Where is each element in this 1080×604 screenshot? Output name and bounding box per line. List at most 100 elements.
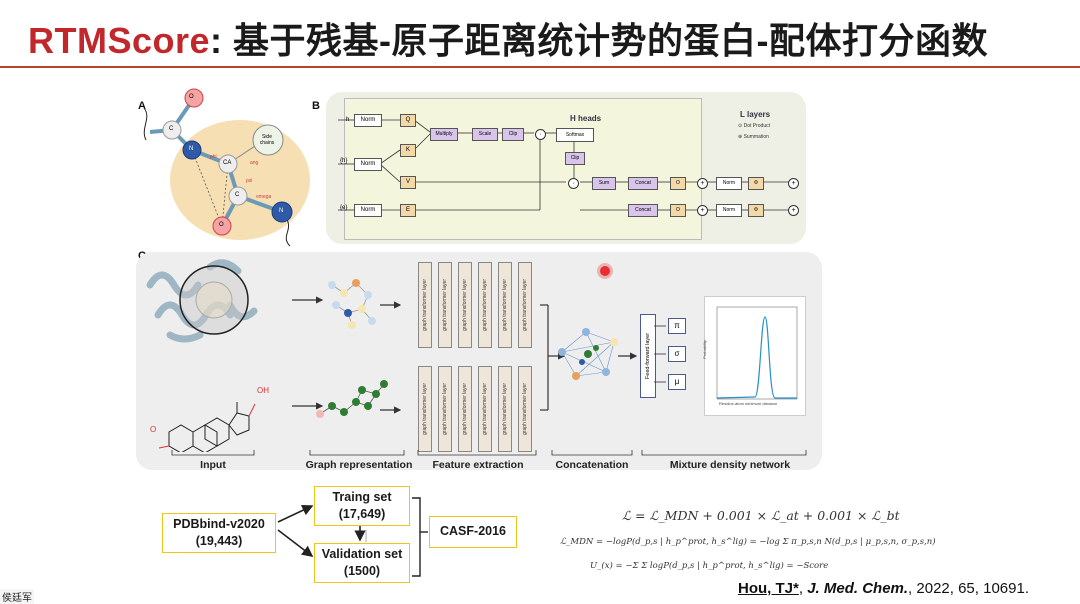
complex-graph	[558, 328, 618, 380]
gtl-label: graph transformer layer	[502, 383, 508, 435]
gtl-label: graph transformer layer	[522, 279, 528, 331]
phi-box-e: Φ	[748, 204, 764, 217]
plot-xlabel: Residue-atom minimum distance	[719, 401, 778, 406]
mdn-loss-formula: ℒ_MDN = −logP(d_p,s | h_p^prot, h_s^lig)…	[560, 537, 936, 547]
mdn-output-arrows	[654, 325, 666, 383]
psi-label: psi	[246, 178, 253, 184]
sum-node-2: +	[697, 205, 708, 216]
gtl-label: graph transformer layer	[502, 279, 508, 331]
stage-brackets	[171, 450, 807, 456]
panel-label-a: A	[138, 100, 146, 112]
ligand-oh-label: OH	[257, 386, 269, 395]
gtl-bottom-1: graph transformer layer	[418, 366, 432, 452]
plot-ylabel: Probability	[701, 340, 707, 359]
pipeline-arrows	[292, 296, 638, 414]
loss-formula: ℒ = ℒ_MDN + 0.001 × ℒ_at + 0.001 × ℒ_bt	[622, 508, 900, 523]
atom-o-bottom-label: O	[219, 222, 224, 228]
protein-graph	[328, 279, 376, 329]
norm-box-e: Norm	[354, 204, 382, 217]
ligand-structure	[158, 402, 256, 452]
multiply-box: Multiply	[430, 128, 458, 141]
side-chain-region	[170, 120, 310, 240]
gtl-bottom-5: graph transformer layer	[498, 366, 512, 452]
pdbbind-box: PDBbind-v2020 (19,443)	[162, 513, 276, 553]
stage-input: Input	[200, 459, 226, 471]
atom-c	[162, 120, 182, 140]
atom-ca	[218, 154, 238, 174]
panel-a-residue-diagram	[143, 88, 310, 247]
atom-n-label: N	[189, 146, 194, 152]
citation: Hou, TJ*, J. Med. Chem., 2022, 65, 10691…	[738, 580, 1029, 597]
atom-n-right-label: N	[279, 208, 284, 214]
atom-o-top	[184, 88, 204, 108]
atom-n	[182, 140, 202, 160]
ligand-o-label: O	[150, 425, 157, 434]
o-box-h: O	[670, 177, 686, 190]
gtl-label: graph transformer layer	[482, 279, 488, 331]
ligand-graph	[316, 380, 388, 418]
gtl-label: graph transformer layer	[522, 383, 528, 435]
protein-structure-image	[146, 259, 258, 343]
input-h-label: h	[346, 117, 350, 123]
slide-title: RTMScore: 基于残基-原子距离统计势的蛋白-配体打分函数	[28, 12, 988, 64]
feed-forward-layer: Feed-forward layer	[640, 314, 656, 398]
gtl-label: graph transformer layer	[482, 383, 488, 435]
title-chinese: : 基于残基-原子距离统计势的蛋白-配体打分函数	[210, 20, 988, 61]
q-box: Q	[400, 114, 416, 127]
sum-node-1: +	[697, 178, 708, 189]
input-hj-label: {h}	[340, 158, 348, 164]
watermark: 侯廷军	[0, 589, 34, 604]
atom-n-right	[271, 201, 293, 223]
training-set-box: Traing set (17,649)	[314, 486, 410, 526]
gtl-label: graph transformer layer	[422, 383, 428, 435]
gtl-bottom-3: graph transformer layer	[458, 366, 472, 452]
validation-set-box: Validation set (1500)	[314, 543, 410, 583]
citation-details: , 2022, 65, 10691.	[908, 580, 1029, 597]
atom-o-top-label: O	[189, 94, 194, 100]
atom-c2-label: C	[235, 192, 240, 198]
gtl-top-2: graph transformer layer	[438, 262, 452, 348]
sum-box: Sum	[592, 177, 616, 190]
sum-node-3: +	[788, 178, 799, 189]
k-box: K	[400, 144, 416, 157]
casf-box: CASF-2016	[429, 516, 517, 548]
side-chain-bubble	[252, 124, 284, 156]
dot-product-label: Dot Product	[743, 123, 770, 129]
norm-box-q: Norm	[354, 114, 382, 127]
validation-set-name: Validation set	[321, 547, 403, 561]
feed-forward-label: Feed-forward layer	[645, 332, 651, 380]
title-rtmscore: RTMScore	[28, 20, 211, 61]
mixture-density-plot: Residue-atom minimum distance Probabilit…	[701, 296, 806, 416]
gtl-label: graph transformer layer	[442, 279, 448, 331]
panel-label-b: B	[312, 100, 320, 112]
dot-product-node-2: ·	[568, 178, 579, 189]
angle-label: ang	[250, 160, 259, 166]
sigma-output: σ	[668, 346, 686, 362]
stage-feature-extraction: Feature extraction	[432, 459, 524, 471]
cursor-pointer-dot	[600, 266, 610, 276]
panel-b-arrows	[338, 119, 790, 211]
norm-box-ffn-h: Norm	[716, 177, 742, 190]
gtl-top-3: graph transformer layer	[458, 262, 472, 348]
gtl-label: graph transformer layer	[462, 279, 468, 331]
o-box-e: O	[670, 204, 686, 217]
validation-set-count: (1500)	[343, 564, 381, 578]
gtl-bottom-4: graph transformer layer	[478, 366, 492, 452]
pdbbind-name: PDBbind-v2020	[173, 517, 265, 531]
side-chains-label: Side chains	[259, 134, 275, 146]
training-set-name: Traing set	[332, 490, 392, 504]
concat-box-h: Concat	[628, 177, 658, 190]
atom-ca-label: CA	[223, 160, 232, 166]
pi-output: π	[668, 318, 686, 334]
omega-label: omega	[256, 194, 272, 200]
atom-o-bottom	[212, 216, 232, 236]
stage-concatenation: Concatenation	[555, 459, 629, 471]
score-formula: U_(x) = −Σ Σ logP(d_p,s | h_p^prot, h_s^…	[590, 561, 829, 571]
summation-label: Summation	[743, 134, 769, 140]
phi-box-h: Φ	[748, 177, 764, 190]
title-underline	[0, 66, 1080, 68]
sum-node-4: +	[788, 205, 799, 216]
atom-c-label: C	[169, 126, 174, 132]
clip-box-2: Clip	[565, 152, 585, 165]
gtl-bottom-6: graph transformer layer	[518, 366, 532, 452]
